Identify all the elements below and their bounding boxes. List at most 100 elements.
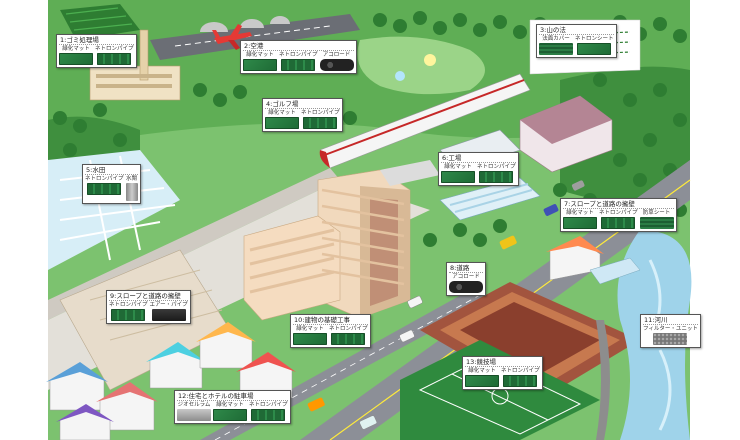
netlon-pipe-swatch: [601, 217, 636, 229]
material-label: ネトロンパイプ: [109, 302, 148, 308]
callout-title: 13:競技場: [465, 358, 540, 367]
material-label: エアー・パイプ: [149, 302, 188, 308]
material-label: 防草シート: [642, 210, 671, 216]
material-label: ネトロンパイプ: [95, 46, 134, 52]
material-label: ジオセルラム: [177, 402, 211, 408]
callout-title: 5:水田: [85, 166, 138, 175]
material-item: フィルター・ユニット: [643, 326, 698, 345]
callout-title: 11:河川: [643, 316, 698, 325]
material-label: ネトロンパイプ: [477, 164, 516, 170]
callout-title: 2:空港: [243, 42, 354, 51]
callout-airport: 2:空港 緑化マット ネトロンパイプ アコロード: [240, 40, 357, 74]
netlon-sheet-swatch: [577, 43, 612, 55]
material-item: 緑化マット: [59, 46, 93, 65]
material-label: 緑化マット: [268, 110, 296, 116]
material-label: 緑化マット: [296, 326, 324, 332]
material-label: ネトロンパイプ: [249, 402, 288, 408]
callout-mountain-slope: 3:山の法 法面カバー ネトロンシート: [536, 24, 617, 58]
weed-sheet-swatch: [639, 217, 674, 229]
callout-title: 7:スロープと道路の擁壁: [563, 200, 674, 209]
accoroad-roll-swatch: [319, 59, 354, 71]
green-mat-swatch: [465, 375, 499, 387]
material-item: 緑化マット: [243, 52, 277, 71]
green-mat-swatch: [563, 217, 597, 229]
material-item: ネトロンシート: [575, 36, 614, 55]
material-label: ネトロンシート: [575, 36, 614, 42]
callout-golf-course: 4:ゴルフ場 緑化マット ネトロンパイプ: [262, 98, 343, 132]
netlon-pipe-swatch: [331, 333, 366, 345]
material-label: 緑化マット: [468, 368, 496, 374]
material-item: エアー・パイプ: [150, 302, 188, 321]
material-item: 緑化マット: [563, 210, 597, 229]
airplane-icon: [212, 24, 252, 50]
material-label: 緑化マット: [246, 52, 274, 58]
green-mat-swatch: [213, 409, 247, 421]
material-label: 緑化マット: [566, 210, 594, 216]
residential-houses: [46, 236, 641, 440]
green-mat-swatch: [243, 59, 277, 71]
material-item: 防草シート: [639, 210, 674, 229]
filter-unit-swatch: [653, 333, 688, 345]
netlon-pipe-swatch: [281, 59, 316, 71]
material-item: ネトロンパイプ: [249, 402, 288, 421]
netlon-pipe-swatch: [503, 375, 538, 387]
material-item: ネトロンパイプ: [477, 164, 516, 183]
material-label: ネトロンパイプ: [501, 368, 540, 374]
material-item: ネトロンパイプ: [279, 52, 318, 71]
material-item: ネトロンパイプ: [599, 210, 638, 229]
material-item: 緑化マット: [265, 110, 299, 129]
material-item: 緑化マット: [465, 368, 499, 387]
material-label: ネトロンパイプ: [85, 176, 124, 182]
material-label: 法面カバー: [542, 36, 570, 42]
material-label: ネトロンパイプ: [301, 110, 340, 116]
material-label: 緑化マット: [216, 402, 244, 408]
forest-trees: [53, 11, 687, 247]
material-item: 水閘: [125, 176, 138, 201]
material-item: 緑化マット: [441, 164, 475, 183]
material-item: 緑化マット: [213, 402, 247, 421]
material-item: アコロード: [319, 52, 354, 71]
material-item: 緑化マット: [293, 326, 327, 345]
material-label: アコロード: [452, 274, 480, 280]
netlon-pipe-swatch: [251, 409, 286, 421]
callout-waste-plant: 1:ゴミ処理場 緑化マット ネトロンパイプ: [56, 34, 137, 68]
material-label: 緑化マット: [62, 46, 90, 52]
material-label: アコロード: [322, 52, 351, 58]
water-gate-swatch: [125, 183, 138, 201]
callout-slope-road-wall-west: 9:スロープと道路の擁壁 ネトロンパイプ エアー・パイプ: [106, 290, 191, 324]
vehicles: [307, 180, 585, 430]
material-item: ネトロンパイプ: [109, 302, 148, 321]
material-label: ネトロンパイプ: [279, 52, 318, 58]
netlon-pipe-swatch: [479, 171, 514, 183]
callout-slope-road-wall-east: 7:スロープと道路の擁壁 緑化マット ネトロンパイプ 防草シート: [560, 198, 677, 232]
green-mat-swatch: [441, 171, 475, 183]
callout-rice-paddy: 5:水田 ネトロンパイプ 水閘: [82, 164, 141, 204]
material-item: 法面カバー: [539, 36, 573, 55]
geocell-swatch: [177, 409, 211, 421]
callout-title: 8:道路: [449, 264, 483, 273]
netlon-pipe-swatch: [303, 117, 338, 129]
material-item: ジオセルラム: [177, 402, 211, 421]
material-item: ネトロンパイプ: [95, 46, 134, 65]
callout-title: 4:ゴルフ場: [265, 100, 340, 109]
callout-title: 9:スロープと道路の擁壁: [109, 292, 188, 301]
material-label: フィルター・ユニット: [643, 326, 698, 332]
netlon-pipe-swatch: [111, 309, 146, 321]
callout-river: 11:河川 フィルター・ユニット: [640, 314, 701, 348]
material-item: アコロード: [449, 274, 483, 293]
accoroad-roll-swatch: [449, 281, 483, 293]
material-label: ネトロンパイプ: [599, 210, 638, 216]
material-label: 緑化マット: [444, 164, 472, 170]
netlon-pipe-swatch: [97, 53, 132, 65]
bullet-train: [319, 73, 531, 169]
callout-title: 1:ゴミ処理場: [59, 36, 134, 45]
green-mat-swatch: [293, 333, 327, 345]
airport: [150, 14, 360, 60]
callout-road: 8:道路 アコロード: [446, 262, 486, 296]
material-label: ネトロンパイプ: [329, 326, 368, 332]
callout-factory: 6:工場 緑化マット ネトロンパイプ: [438, 152, 519, 186]
callout-title: 12:住宅とホテルの駐車場: [177, 392, 288, 401]
callout-stadium: 13:競技場 緑化マット ネトロンパイプ: [462, 356, 543, 390]
material-label: 水閘: [126, 176, 138, 182]
callout-parking-lot: 12:住宅とホテルの駐車場 ジオセルラム 緑化マット ネトロンパイプ: [174, 390, 291, 424]
